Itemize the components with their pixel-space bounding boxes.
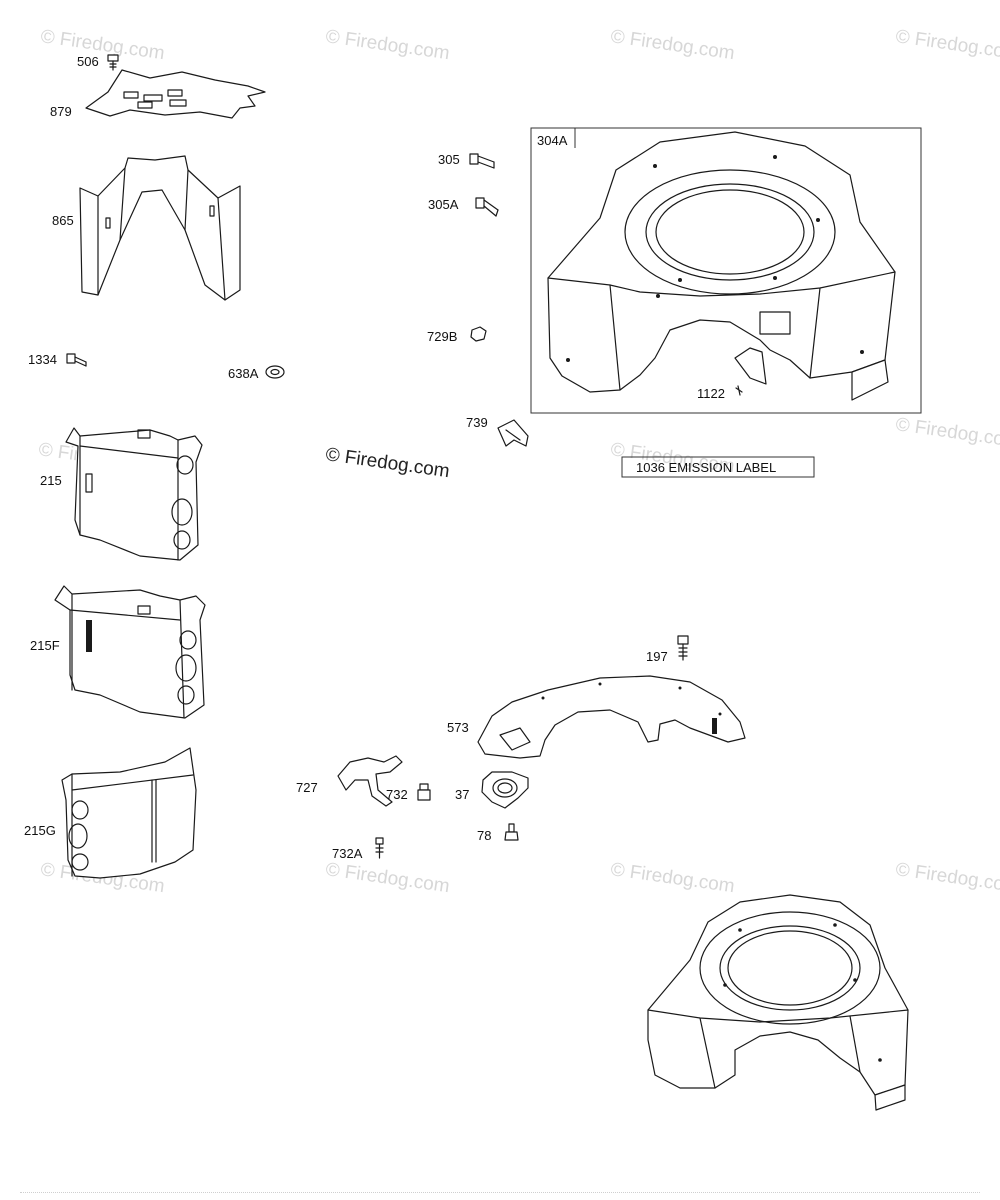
bolt-icon <box>107 54 119 71</box>
footer-divider <box>20 1192 980 1195</box>
watermark: © Firedog.com <box>894 414 1000 452</box>
part-879-plate: 879 <box>50 69 266 119</box>
callout-1036-emission-label: 1036 EMISSION LABEL <box>636 460 776 475</box>
watermark: © Firedog.com <box>894 859 1000 897</box>
callout-1122: 1122 <box>697 386 725 401</box>
callout-215F: 215F <box>30 638 60 653</box>
callout-78: 78 <box>477 828 491 843</box>
callout-215: 215 <box>40 473 62 488</box>
part-215G-shield: 215G <box>24 747 197 879</box>
part-305A-bolt: 305A <box>428 197 499 217</box>
callout-732A: 732A <box>332 846 363 861</box>
blower-housing-lower <box>647 894 909 1111</box>
part-573-baffle: 573 <box>447 675 746 759</box>
nut-icon <box>504 823 519 841</box>
clip-icon <box>497 419 529 447</box>
callout-304A: 304A <box>537 133 568 148</box>
callout-727: 727 <box>296 780 318 795</box>
bolt-icon <box>469 153 495 169</box>
part-732-bolt: 732 <box>386 783 431 802</box>
nut-icon <box>470 326 487 342</box>
bolt-icon <box>417 783 431 801</box>
nut-icon <box>265 365 285 379</box>
callout-1334: 1334 <box>28 352 57 367</box>
callout-865: 865 <box>52 213 74 228</box>
callout-197: 197 <box>646 649 668 664</box>
part-215-shield: 215 <box>40 427 203 561</box>
callout-573: 573 <box>447 720 469 735</box>
callout-732: 732 <box>386 787 408 802</box>
watermark: © Firedog.com <box>609 859 736 897</box>
bolt-icon <box>475 197 499 217</box>
part-729B-nut: 729B <box>427 326 487 344</box>
part-frame <box>530 127 922 414</box>
bolt-icon <box>66 353 87 367</box>
callout-879: 879 <box>50 104 72 119</box>
part-865-bracket: 865 <box>52 155 241 301</box>
part-305-bolt: 305 <box>438 152 495 169</box>
bolt-icon <box>677 635 689 661</box>
callout-739: 739 <box>466 415 488 430</box>
callout-729B: 729B <box>427 329 457 344</box>
watermark: © Firedog.com <box>324 444 451 482</box>
bolt-icon <box>735 385 743 396</box>
part-732A-bolt: 732A <box>332 837 384 861</box>
part-727-clamp: 727 <box>296 755 403 807</box>
part-638A-nut: 638A <box>228 365 285 381</box>
blower-housing-upper <box>547 131 896 401</box>
callout-305: 305 <box>438 152 460 167</box>
part-197-bolt: 197 <box>646 635 689 664</box>
callout-506: 506 <box>77 54 99 69</box>
emission-label-box: 1036 EMISSION LABEL <box>621 456 815 478</box>
part-739-clip: 739 <box>466 415 529 447</box>
watermark: © Firedog.com <box>324 26 451 64</box>
watermark: © Firedog.com <box>894 26 1000 64</box>
callout-638A: 638A <box>228 366 259 381</box>
callout-37: 37 <box>455 787 469 802</box>
part-37-gasket: 37 <box>455 771 529 809</box>
bolt-icon <box>375 837 384 859</box>
callout-215G: 215G <box>24 823 56 838</box>
part-1122-bracket: 1122 <box>697 347 767 401</box>
part-1334-bolt: 1334 <box>28 352 87 367</box>
watermark: © Firedog.com <box>324 859 451 897</box>
part-215F-shield: 215F <box>30 585 206 719</box>
part-304A-group: 304A 1122 <box>530 127 922 414</box>
watermark: © Firedog.com <box>39 26 166 64</box>
callout-305A: 305A <box>428 197 459 212</box>
part-78-nut: 78 <box>477 823 519 843</box>
part-506-bolt: 506 <box>77 54 119 71</box>
watermark: © Firedog.com <box>609 26 736 64</box>
